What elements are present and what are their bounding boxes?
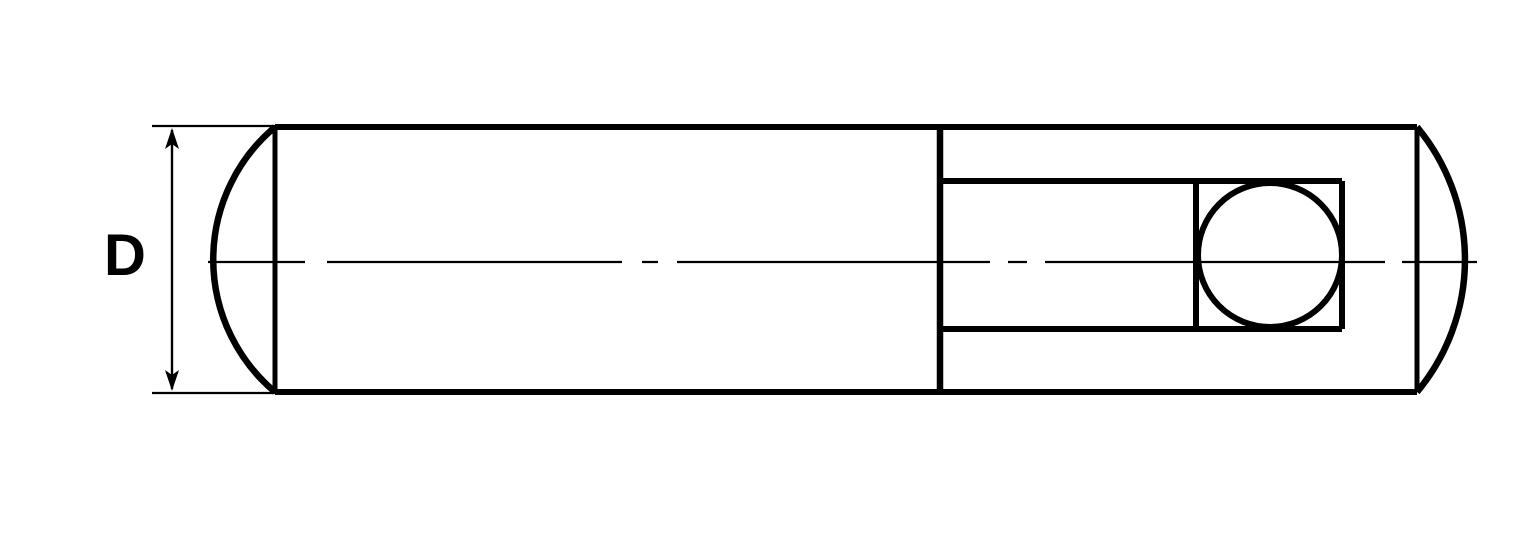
dimension-arrow-up-icon xyxy=(165,128,179,149)
diameter-dimension xyxy=(152,124,278,395)
dimension-label: D xyxy=(104,223,146,288)
pin-body-outline xyxy=(209,124,1469,395)
internal-slot xyxy=(940,178,1345,332)
ball-circle xyxy=(1195,180,1345,330)
dimension-arrow-down-icon xyxy=(165,370,179,391)
pin-right-dome-arc xyxy=(1414,124,1469,395)
drawing-linework xyxy=(152,124,1477,395)
pin-left-dome-arc xyxy=(209,124,278,395)
